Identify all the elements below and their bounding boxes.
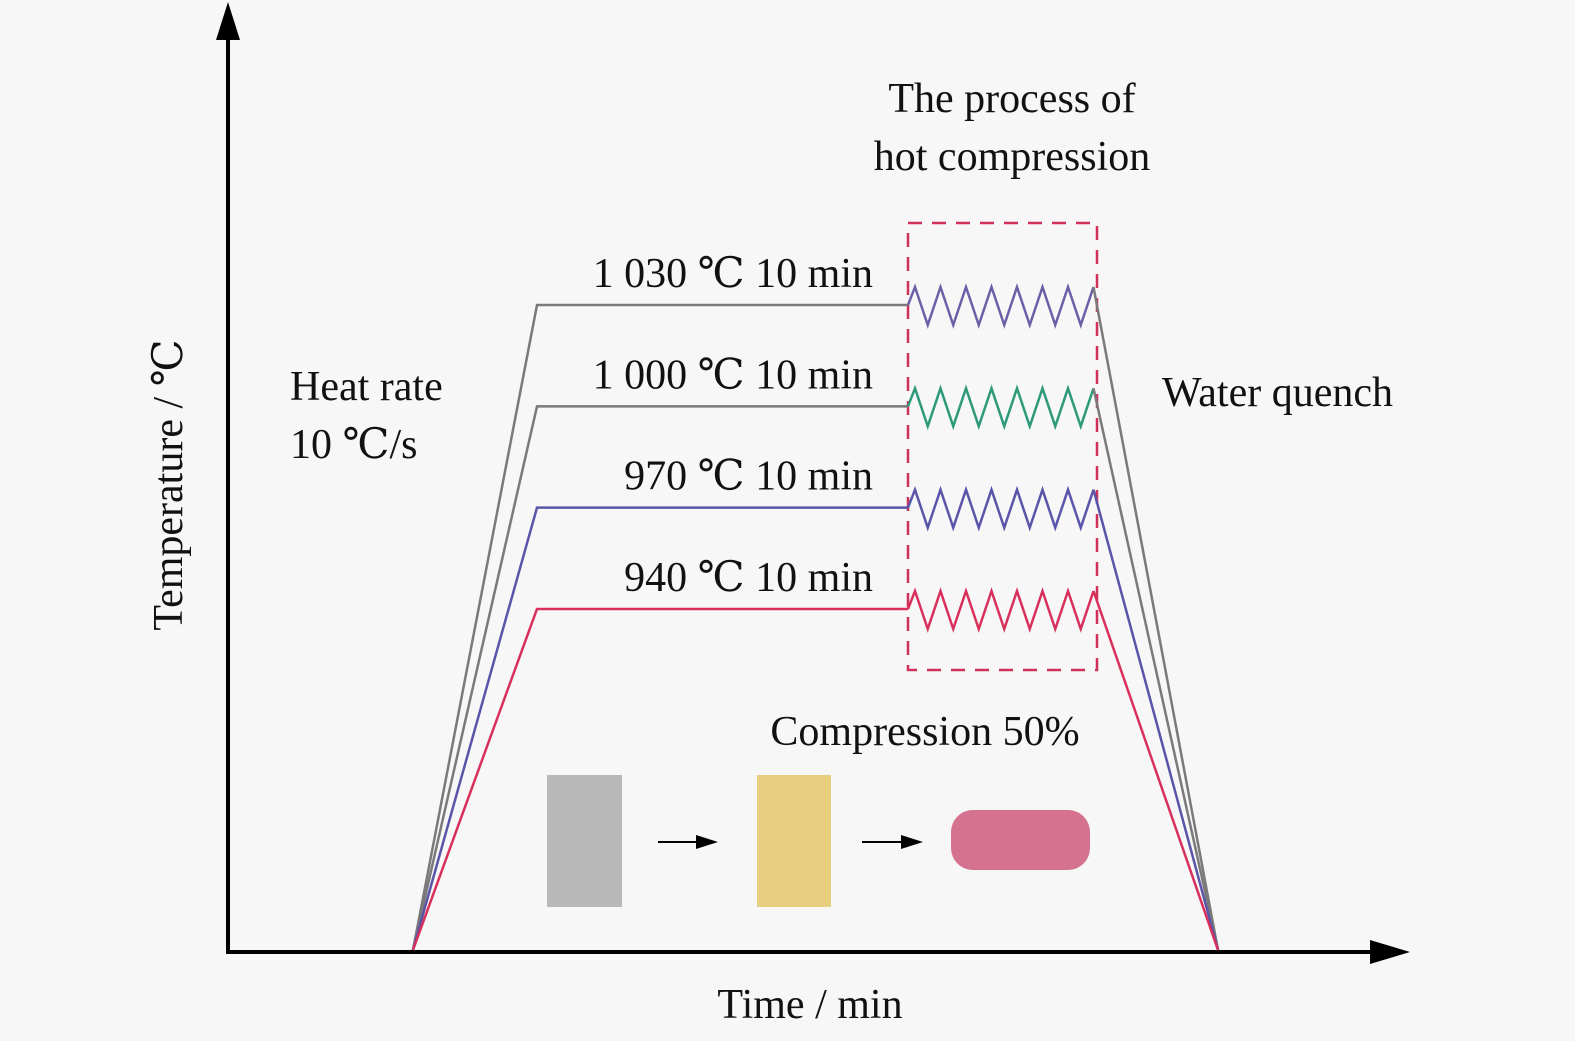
compression-zigzag xyxy=(906,384,1095,431)
compression-label: Compression 50% xyxy=(770,709,1079,755)
heating-hold-line xyxy=(411,303,908,951)
specimen-compressed xyxy=(951,810,1090,870)
arrow-right-icon xyxy=(696,835,718,849)
y-axis-arrow-icon xyxy=(216,2,240,40)
schedule-label: 1 030 ℃ 10 min xyxy=(593,251,873,297)
specimen-heated xyxy=(757,775,831,907)
process-title-line1: The process of xyxy=(888,76,1135,122)
heating-hold-line xyxy=(411,607,908,951)
y-axis-label: Temperature / ℃ xyxy=(146,339,192,630)
hot-compression-region-box xyxy=(906,221,1099,672)
quench-line xyxy=(1092,388,1220,951)
compression-zigzag xyxy=(906,587,1095,633)
heat-rate-label-line2: 10 ℃/s xyxy=(290,422,418,468)
schedule-label: 970 ℃ 10 min xyxy=(624,454,873,500)
heat-rate-label-line1: Heat rate xyxy=(290,364,443,410)
heating-hold-line xyxy=(411,506,908,951)
compression-zigzag xyxy=(906,283,1095,329)
compression-zigzag xyxy=(906,485,1095,532)
water-quench-label: Water quench xyxy=(1162,370,1393,416)
process-title-line2: hot compression xyxy=(874,134,1150,180)
quench-line xyxy=(1092,590,1220,951)
arrow-right-icon xyxy=(901,835,923,849)
schedule-label: 940 ℃ 10 min xyxy=(624,555,873,601)
quench-line xyxy=(1092,489,1220,951)
x-axis-arrow-icon xyxy=(1370,940,1410,964)
x-axis-label: Time / min xyxy=(717,982,902,1028)
temperature-curves: 1 030 ℃ 10 min 1 000 ℃ 10 min 970 ℃ 10 min… xyxy=(411,251,1220,951)
heating-hold-line xyxy=(411,405,908,951)
schedule-label: 1 000 ℃ 10 min xyxy=(593,352,873,398)
specimen-initial xyxy=(547,775,622,907)
quench-line xyxy=(1092,286,1220,951)
